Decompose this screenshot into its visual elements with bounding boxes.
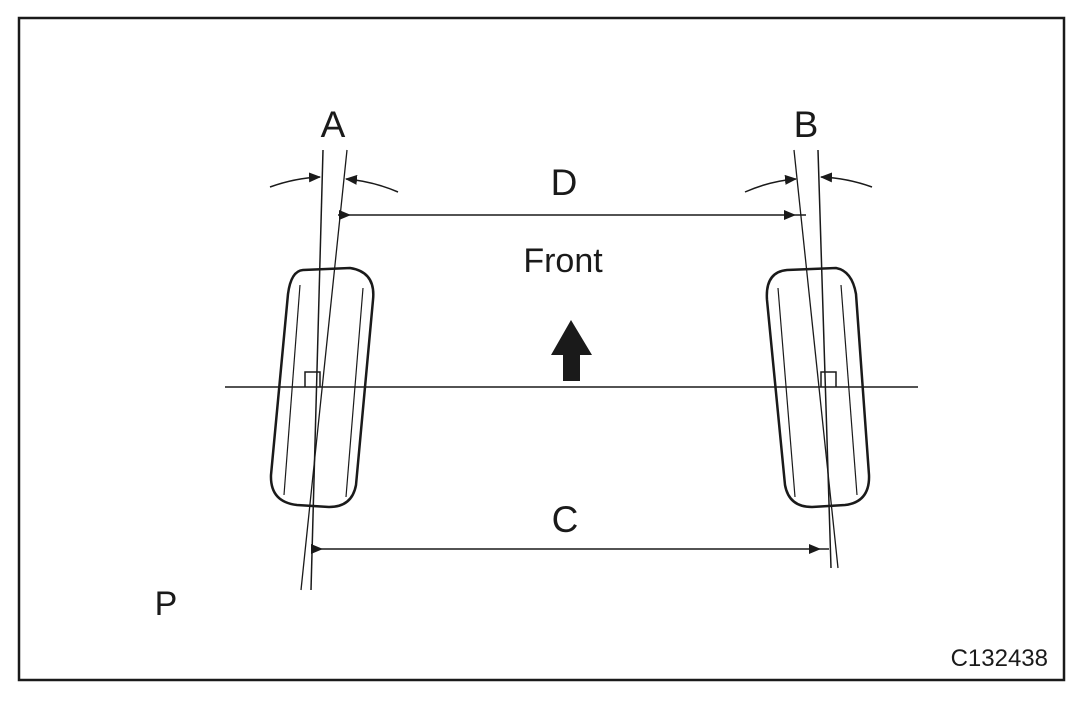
left-wheel-center-line (300, 149, 348, 591)
left-wheel (269, 149, 399, 591)
diagram-frame (17, 16, 1066, 682)
left-tire-groove-inner (283, 284, 301, 496)
right-right-angle-mark (820, 371, 837, 387)
left-vertical-reference (310, 149, 324, 591)
label-corner: P (155, 585, 178, 623)
label-top-distance: D (551, 162, 578, 203)
left-camber-arrow-right (345, 174, 399, 193)
left-tire-groove-outer (345, 287, 364, 498)
right-camber-arrow-right (820, 172, 873, 188)
arrow-up-icon (551, 320, 592, 381)
left-tire (269, 266, 375, 509)
figure-code: C132438 (951, 645, 1048, 672)
label-camber-left: A (321, 104, 346, 145)
right-camber-arrow-left (744, 174, 797, 193)
right-wheel (744, 149, 873, 569)
left-right-angle-mark (304, 371, 321, 387)
label-camber-right: B (794, 104, 819, 145)
label-bottom-distance: C (552, 499, 579, 540)
right-tire-groove-inner (840, 284, 858, 496)
right-tire (765, 266, 871, 509)
label-front: Front (523, 242, 603, 280)
left-camber-arrow-left (269, 172, 321, 188)
right-wheel-center-line (793, 149, 839, 569)
right-vertical-reference (817, 149, 832, 569)
right-tire-groove-outer (777, 287, 796, 498)
